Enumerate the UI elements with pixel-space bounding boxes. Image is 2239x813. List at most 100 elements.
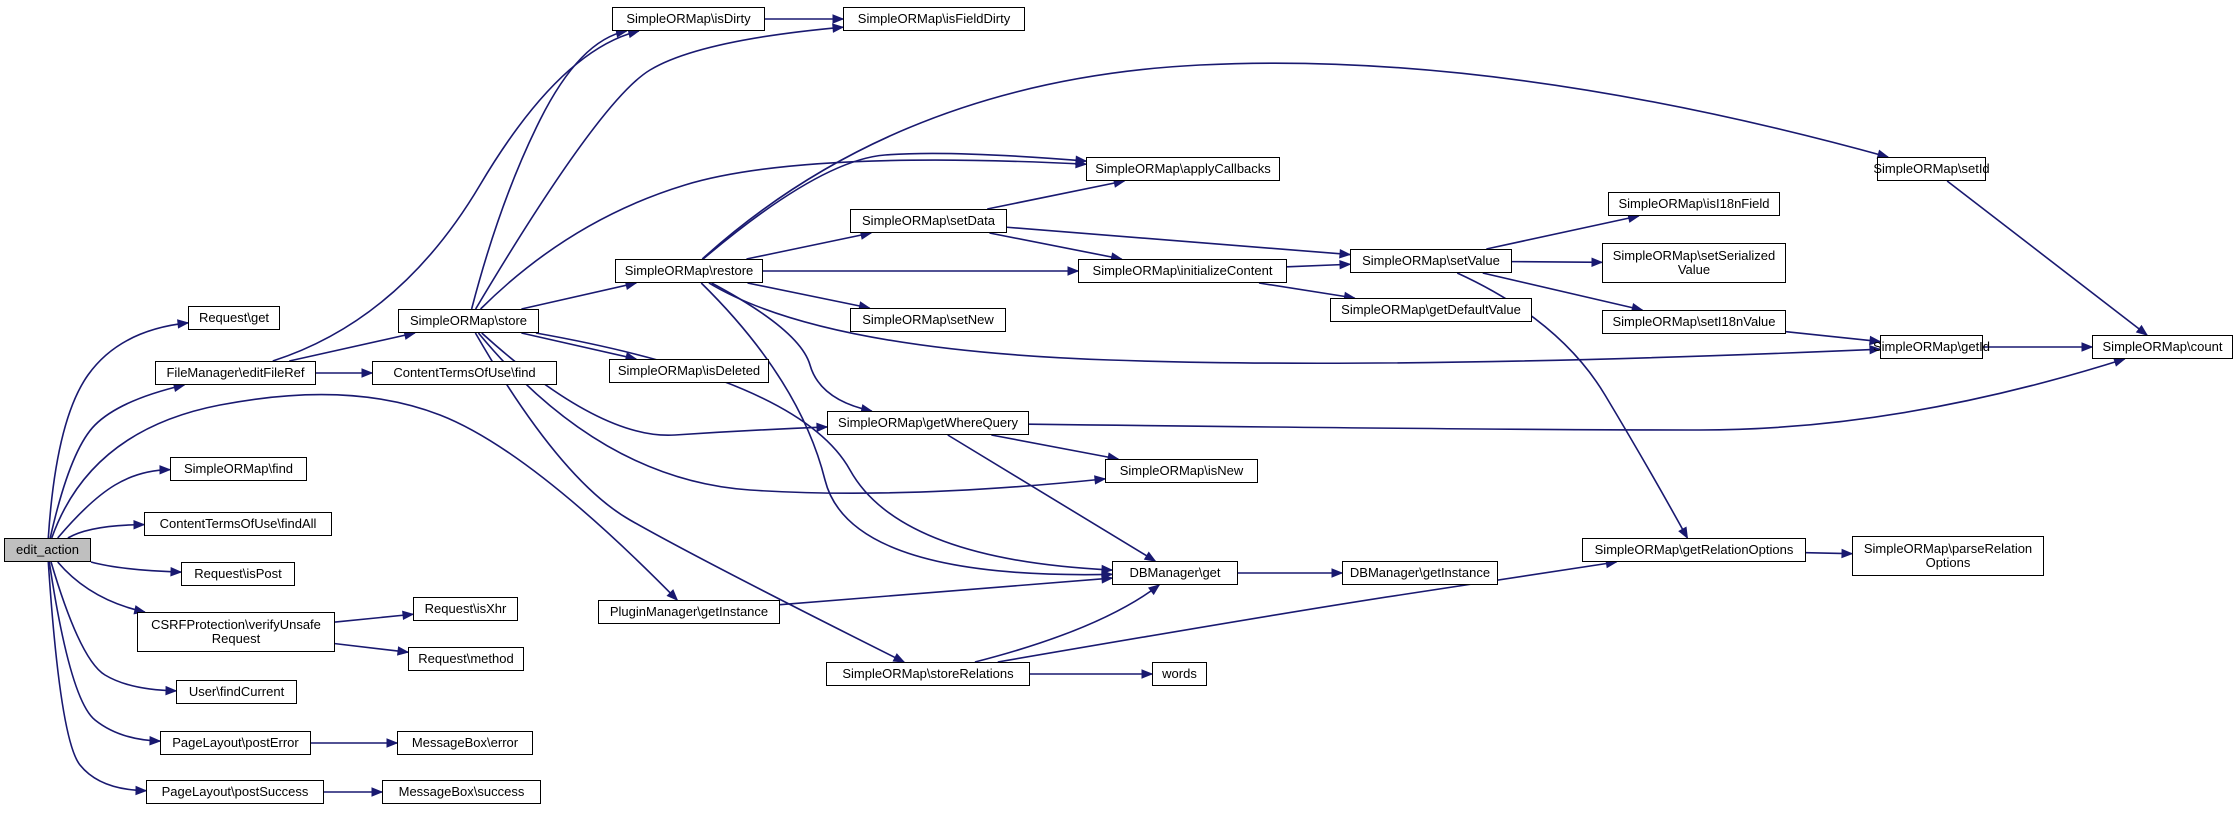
arrowhead-sorm_getid-to-sorm_count — [2081, 342, 2094, 352]
arrowhead-pl_posterror-to-mb_error — [386, 738, 399, 748]
edge-sorm_store-to-sorm_isdirty — [470, 30, 627, 310]
arrowhead-sorm_isdirty-to-sorm_isfielddirty — [832, 14, 845, 24]
arrowhead-sorm_restore-to-sorm_getid — [1869, 344, 1882, 355]
edge-sorm_store-to-sorm_restore — [521, 282, 637, 310]
node-sorm-isi18nfield[interactable]: SimpleORMap\isI18nField — [1608, 192, 1780, 216]
edge-sorm_setvalue-to-sorm_setserializedvalue — [1511, 260, 1603, 264]
edge-sorm_store-to-sorm_isdeleted — [521, 332, 637, 360]
edge-edit_action-to-user_findcurrent — [50, 561, 177, 692]
edge-sorm_store-to-sorm_applycallbacks — [479, 159, 1087, 310]
node-pl-postsuccess[interactable]: PageLayout\postSuccess — [146, 780, 324, 804]
edge-sorm_restore-to-sorm_setdata — [746, 232, 872, 260]
edge-pm_getinstance-to-dbm_get — [779, 577, 1113, 606]
edge-sorm_seti18nvalue-to-sorm_getid — [1785, 330, 1881, 343]
edge-sorm_initializecontent-to-sorm_getdefaultvalue — [1258, 282, 1355, 299]
node-sorm-count[interactable]: SimpleORMap\count — [2092, 335, 2233, 359]
arrowhead-edit_action-to-sorm_find — [159, 465, 172, 475]
node-sorm-setserializedvalue[interactable]: SimpleORMap\setSerialized Value — [1602, 243, 1786, 283]
arrowhead-edit_action-to-request_get — [177, 319, 190, 329]
node-dbm-get[interactable]: DBManager\get — [1112, 561, 1238, 585]
node-sorm-isdirty[interactable]: SimpleORMap\isDirty — [612, 7, 765, 31]
edge-sorm_restore-to-sorm_getwherequery — [711, 282, 872, 412]
node-sorm-setvalue[interactable]: SimpleORMap\setValue — [1350, 249, 1512, 273]
node-pl-posterror[interactable]: PageLayout\postError — [160, 731, 311, 755]
edge-sorm_store-to-sorm_storerelations — [474, 332, 905, 663]
arrowhead-sorm_restore-to-dbm_get — [1101, 569, 1114, 580]
arrowhead-sorm_store-to-sorm_getwherequery — [816, 422, 829, 433]
edge-edit_action-to-request_get — [47, 322, 189, 539]
edge-sorm_getwherequery-to-sorm_isnew — [991, 434, 1119, 460]
arrowhead-csrf_verify-to-request_method — [397, 646, 410, 656]
edge-edit_action-to-sorm_find — [57, 468, 171, 539]
node-request-method[interactable]: Request\method — [408, 647, 524, 671]
node-sorm-parserelationoptions[interactable]: SimpleORMap\parseRelation Options — [1852, 536, 2044, 576]
node-mb-success[interactable]: MessageBox\success — [382, 780, 541, 804]
node-sorm-getdefaultvalue[interactable]: SimpleORMap\getDefaultValue — [1330, 298, 1532, 322]
node-request-isxhr[interactable]: Request\isXhr — [413, 597, 518, 621]
edge-sorm_setdata-to-sorm_applycallbacks — [987, 180, 1125, 210]
edge-sorm_setdata-to-sorm_setvalue — [1006, 226, 1351, 256]
node-sorm-setdata[interactable]: SimpleORMap\setData — [850, 209, 1007, 233]
node-sorm-isnew[interactable]: SimpleORMap\isNew — [1105, 459, 1258, 483]
node-user-findcurrent[interactable]: User\findCurrent — [176, 680, 297, 704]
node-sorm-setnew[interactable]: SimpleORMap\setNew — [850, 308, 1006, 332]
arrowhead-sorm_storerelations-to-dbm_get — [1147, 584, 1161, 596]
node-ctou-find[interactable]: ContentTermsOfUse\find — [372, 361, 557, 385]
node-sorm-seti18nvalue[interactable]: SimpleORMap\setI18nValue — [1602, 310, 1786, 334]
arrowhead-sorm_restore-to-sorm_initializecontent — [1067, 266, 1080, 276]
arrowhead-sorm_getrelationoptions-to-sorm_parserelationoptions — [1841, 548, 1854, 559]
arrowhead-edit_action-to-pm_getinstance — [666, 589, 679, 601]
node-pm-getinstance[interactable]: PluginManager\getInstance — [598, 600, 780, 624]
node-sorm-setid[interactable]: SimpleORMap\setId — [1873, 157, 1990, 181]
node-sorm-getwherequery[interactable]: SimpleORMap\getWhereQuery — [827, 411, 1029, 435]
node-mb-error[interactable]: MessageBox\error — [397, 731, 533, 755]
edge-sorm_getwherequery-to-sorm_count — [1028, 358, 2125, 431]
node-ctou-findall[interactable]: ContentTermsOfUse\findAll — [144, 512, 332, 536]
edge-fm_editfileref-to-sorm_store — [289, 332, 415, 362]
arrowhead-edit_action-to-pl_postsuccess — [135, 785, 148, 796]
node-request-get[interactable]: Request\get — [188, 306, 280, 330]
edge-sorm_store-to-sorm_isnew — [477, 332, 1106, 495]
node-sorm-getrelationoptions[interactable]: SimpleORMap\getRelationOptions — [1582, 538, 1806, 562]
edge-edit_action-to-csrf_verify — [57, 561, 145, 613]
node-words[interactable]: words — [1152, 662, 1207, 686]
edge-csrf_verify-to-request_method — [334, 642, 409, 653]
node-sorm-isdeleted[interactable]: SimpleORMap\isDeleted — [609, 359, 769, 383]
node-sorm-initializecontent[interactable]: SimpleORMap\initializeContent — [1078, 259, 1287, 283]
arrowhead-sorm_setvalue-to-sorm_setserializedvalue — [1591, 257, 1604, 267]
node-sorm-restore[interactable]: SimpleORMap\restore — [615, 259, 763, 283]
node-sorm-find[interactable]: SimpleORMap\find — [170, 457, 307, 481]
edge-edit_action-to-pm_getinstance — [50, 393, 678, 601]
edge-csrf_verify-to-request_isxhr — [334, 613, 414, 623]
edge-sorm_store-to-sorm_isfielddirty — [474, 26, 844, 310]
node-dbm-getinstance[interactable]: DBManager\getInstance — [1342, 561, 1498, 585]
node-sorm-storerelations[interactable]: SimpleORMap\storeRelations — [826, 662, 1030, 686]
arrowhead-pl_postsuccess-to-mb_success — [371, 787, 384, 797]
node-sorm-applycallbacks[interactable]: SimpleORMap\applyCallbacks — [1086, 157, 1280, 181]
arrowhead-sorm_store-to-sorm_isfielddirty — [832, 23, 845, 33]
arrowhead-sorm_seti18nvalue-to-sorm_getid — [1869, 335, 1882, 346]
arrowhead-edit_action-to-ctou_findall — [133, 519, 146, 530]
arrowhead-edit_action-to-user_findcurrent — [165, 685, 178, 696]
arrowhead-dbm_get-to-dbm_getinstance — [1331, 568, 1344, 578]
arrowhead-sorm_storerelations-to-words — [1141, 669, 1154, 679]
arrowhead-fm_editfileref-to-ctou_find — [361, 368, 374, 378]
arrowhead-edit_action-to-request_ispost — [170, 566, 183, 577]
edge-sorm_restore-to-sorm_setnew — [747, 282, 870, 309]
edge-edit_action-to-pl_postsuccess — [47, 561, 147, 792]
edge-sorm_restore-to-dbm_get — [700, 282, 1113, 576]
arrowhead-csrf_verify-to-request_isxhr — [402, 610, 415, 621]
edge-edit_action-to-fm_editfileref — [49, 384, 185, 539]
node-sorm-getid[interactable]: SimpleORMap\getId — [1873, 335, 1990, 359]
node-sorm-store[interactable]: SimpleORMap\store — [398, 309, 539, 333]
arrowhead-sorm_getwherequery-to-dbm_get — [1143, 551, 1157, 562]
edge-sorm_setid-to-sorm_count — [1946, 180, 2148, 336]
node-csrf-verify[interactable]: CSRFProtection\verifyUnsafe Request — [137, 612, 335, 652]
arrowhead-sorm_setvalue-to-sorm_getrelationoptions — [1678, 526, 1689, 540]
node-sorm-isfielddirty[interactable]: SimpleORMap\isFieldDirty — [843, 7, 1025, 31]
node-fm-editfileref[interactable]: FileManager\editFileRef — [155, 361, 316, 385]
node-request-ispost[interactable]: Request\isPost — [181, 562, 295, 586]
edge-sorm_setvalue-to-sorm_seti18nvalue — [1482, 272, 1643, 311]
arrowhead-edit_action-to-pl_posterror — [149, 736, 162, 746]
